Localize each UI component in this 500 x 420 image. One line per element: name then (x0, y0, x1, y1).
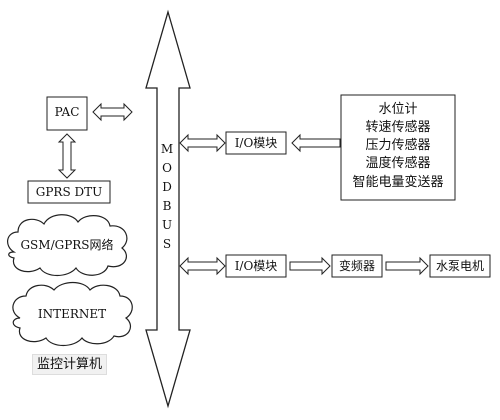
pump-motor-label: 水泵电机 (435, 259, 485, 273)
sensor-item: 转速传感器 (365, 120, 431, 135)
gprs-dtu-label: GPRS DTU (35, 185, 103, 199)
io-module-1-label: I/O模块 (234, 136, 278, 150)
sensor-item: 智能电量变送器 (352, 175, 444, 190)
pac-dtu-arrow (57, 133, 77, 179)
sensor-item: 温度传感器 (365, 156, 431, 171)
gsm-cloud-label: GSM/GPRS网络 (20, 238, 114, 252)
pac-label: PAC (54, 105, 80, 119)
bus-io2-arrow (179, 256, 226, 276)
modbus-letter: U (161, 218, 173, 232)
io-module-2-label: I/O模块 (234, 259, 278, 273)
modbus-bus-arrow (145, 9, 191, 409)
sensors-box (340, 94, 456, 201)
sensors-io1-arrow (291, 133, 341, 153)
inverter-pump-arrow (385, 256, 429, 276)
sensor-item: 水位计 (378, 102, 418, 117)
pac-bus-arrow (92, 102, 133, 122)
monitor-pc-label: 监控计算机 (32, 354, 108, 375)
inverter-label: 变频器 (338, 259, 376, 273)
gsm-cloud-shape (7, 214, 128, 277)
sensor-item: 压力传感器 (365, 138, 431, 153)
modbus-letter: B (162, 199, 172, 213)
modbus-letter: S (162, 237, 172, 251)
pump-motor-box (429, 254, 491, 278)
bus-io1-arrow (179, 133, 226, 153)
modbus-letter: O (162, 161, 172, 175)
io-module-1-box (225, 131, 287, 155)
inverter-box (331, 254, 383, 278)
internet-cloud-label: INTERNET (37, 307, 107, 321)
io-module-2-box (225, 254, 287, 278)
modbus-letter: D (162, 180, 172, 194)
io2-inverter-arrow (289, 256, 331, 276)
pac-box (46, 96, 88, 131)
internet-cloud-shape (12, 281, 133, 347)
modbus-letter: M (160, 142, 174, 156)
gprs-dtu-box (27, 180, 111, 204)
